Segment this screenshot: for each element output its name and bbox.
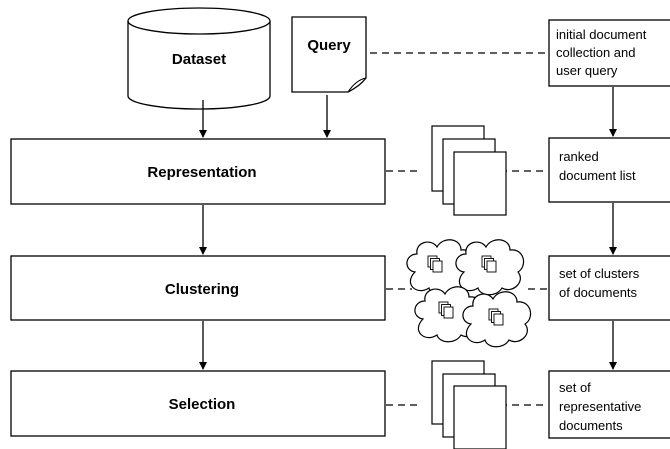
representation-node: Representation <box>10 138 386 205</box>
query-node: Query <box>291 16 367 93</box>
note-initial-line: initial document <box>556 27 647 42</box>
note-initial: initial document collection and user que… <box>548 19 670 87</box>
note-initial-line: user query <box>556 63 618 78</box>
cluster-cloud-icon <box>455 239 525 296</box>
note-representative-line: representative <box>559 399 641 414</box>
note-ranked-line: document list <box>559 168 636 183</box>
dataset-node: Dataset <box>127 7 271 110</box>
document-stack-icon <box>431 125 507 216</box>
note-representative: set of representative documents <box>548 370 670 439</box>
clustering-label: Clustering <box>165 281 239 298</box>
selection-node: Selection <box>10 370 386 437</box>
dataset-label: Dataset <box>172 51 226 68</box>
note-representative-line: documents <box>559 418 623 433</box>
note-ranked: ranked document list <box>548 137 670 203</box>
note-initial-line: collection and <box>556 45 636 60</box>
note-clusters-line: of documents <box>559 285 638 300</box>
document-stack-icon <box>431 360 507 449</box>
note-clusters: set of clusters of documents <box>548 255 670 321</box>
query-label: Query <box>307 37 351 54</box>
note-representative-line: set of <box>559 380 591 395</box>
selection-label: Selection <box>169 396 236 413</box>
representation-label: Representation <box>147 164 256 181</box>
cluster-cloud-icon <box>462 291 532 348</box>
note-ranked-line: ranked <box>559 149 599 164</box>
clustering-node: Clustering <box>10 255 386 321</box>
note-clusters-line: set of clusters <box>559 266 640 281</box>
